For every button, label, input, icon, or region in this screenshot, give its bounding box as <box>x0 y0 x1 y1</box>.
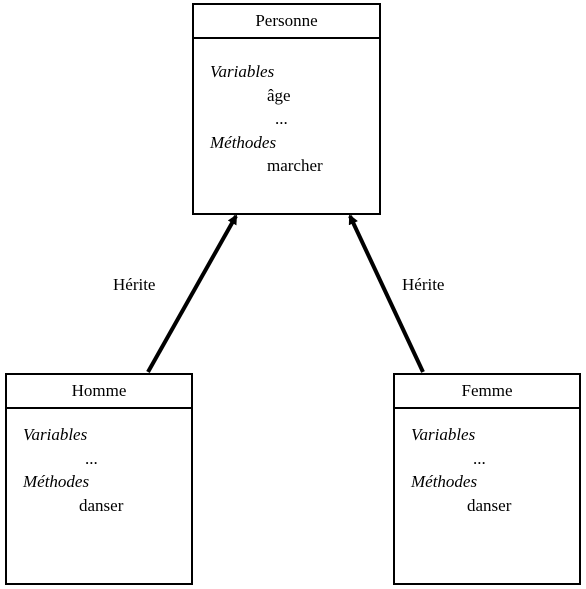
class-body-homme: Variables ... Méthodes danser <box>7 409 191 517</box>
method-item: danser <box>467 495 512 515</box>
variable-ellipsis: ... <box>275 109 288 128</box>
arrow-femme-to-personne <box>348 214 425 373</box>
variable-ellipsis: ... <box>473 448 486 468</box>
class-body-personne: Variables âge ... Méthodes marcher <box>194 39 379 178</box>
variables-label: Variables <box>411 425 476 444</box>
class-name-homme: Homme <box>7 375 191 409</box>
class-body-femme: Variables ... Méthodes danser <box>395 409 579 517</box>
class-name-personne: Personne <box>194 5 379 39</box>
class-box-femme: Femme Variables ... Méthodes danser <box>393 373 581 585</box>
variable-ellipsis: ... <box>85 448 98 468</box>
methods-label: Méthodes <box>23 472 90 491</box>
method-item: marcher <box>267 156 323 175</box>
arrow-homme-to-personne <box>146 214 238 373</box>
method-item: danser <box>79 495 124 515</box>
inherits-label-homme: Hérite <box>113 275 156 294</box>
class-box-homme: Homme Variables ... Méthodes danser <box>5 373 193 585</box>
variables-label: Variables <box>210 62 275 81</box>
inherits-label-femme: Hérite <box>402 275 445 294</box>
variable-item: âge <box>267 85 291 105</box>
methods-label: Méthodes <box>411 472 478 491</box>
class-name-femme: Femme <box>395 375 579 409</box>
methods-label: Méthodes <box>210 132 277 152</box>
class-box-personne: Personne Variables âge ... Méthodes marc… <box>192 3 381 215</box>
variables-label: Variables <box>23 425 88 444</box>
